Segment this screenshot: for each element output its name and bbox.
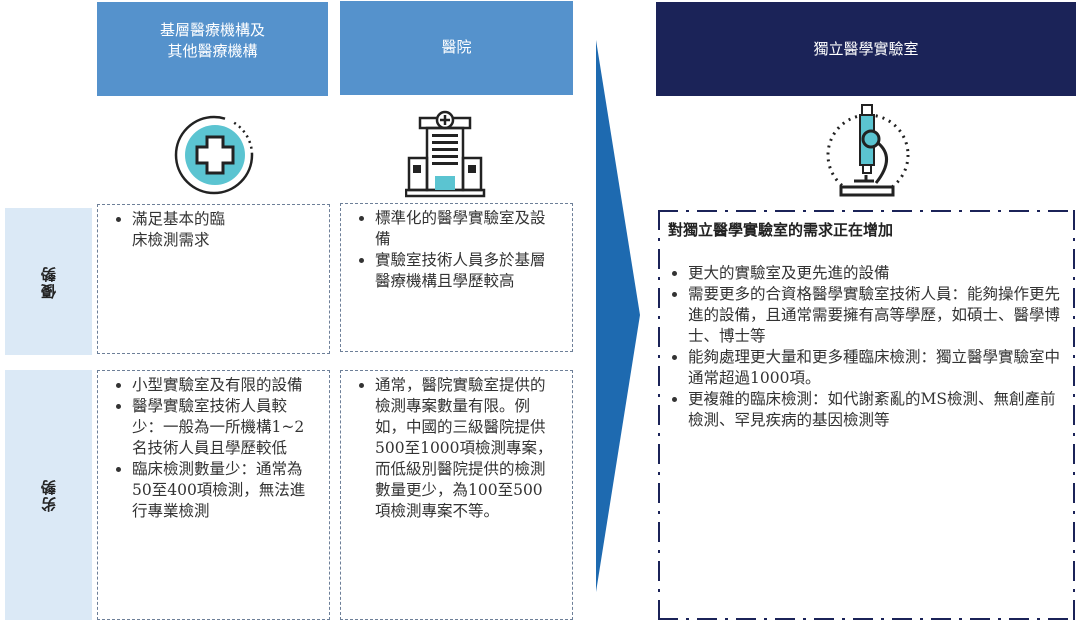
row-label-text: 劣勢 [40, 478, 58, 512]
primary-care-disadvantages: 小型實驗室及有限的設備醫學實驗室技術人員較少：一般為一所機構1~2名技術人員且學… [97, 370, 330, 620]
list-item: 更大的實驗室及更先進的設備 [688, 263, 1065, 284]
list-item: 更複雜的臨床檢測：如代謝紊亂的MS檢測、無創產前檢測、罕見疾病的基因檢測等 [688, 389, 1065, 431]
header-hospital: 醫院 [340, 1, 573, 95]
header-line: 其他醫療機構 [167, 42, 258, 60]
list-item: 醫學實驗室技術人員較少：一般為一所機構1~2名技術人員且學歷較低 [132, 396, 317, 459]
list-item: 通常，醫院實驗室提供的檢測專案數量有限。例如，中國的三級醫院提供500至1000… [375, 375, 558, 522]
header-line: 基層醫療機構及 [159, 21, 265, 39]
row-label-text: 優勢 [40, 264, 58, 299]
hospital-advantages: 標準化的醫學實驗室及設備實驗室技術人員多於基層醫療機構且學歷較高 [340, 203, 573, 352]
list-item: 小型實驗室及有限的設備 [132, 375, 317, 396]
hospital-disadvantages: 通常，醫院實驗室提供的檢測專案數量有限。例如，中國的三級醫院提供500至1000… [340, 370, 573, 620]
list-item: 滿足基本的臨床檢測需求 [132, 209, 239, 251]
arrow-chevron [596, 40, 640, 592]
demand-heading: 對獨立醫學實驗室的需求正在增加 [668, 221, 894, 239]
header-line: 醫院 [441, 38, 472, 56]
list-item: 標準化的醫學實驗室及設備 [375, 208, 552, 250]
header-line: 獨立醫學實驗室 [813, 39, 919, 58]
independent-lab-demand-box: 對獨立醫學實驗室的需求正在增加 更大的實驗室及更先進的設備 需要更多的合資格醫學… [656, 208, 1077, 622]
medical-cross-icon [174, 115, 254, 195]
header-primary-care: 基層醫療機構及其他醫療機構 [97, 2, 328, 96]
row-label-advantages: 優勢 [5, 208, 92, 355]
row-label-disadvantages: 劣勢 [5, 370, 92, 620]
header-independent-lab: 獨立醫學實驗室 [656, 2, 1076, 96]
microscope-icon [826, 104, 910, 197]
list-item: 臨床檢測數量少：通常為50至400項檢測，無法進行專業檢測 [132, 459, 317, 522]
primary-care-advantages: 滿足基本的臨床檢測需求 [97, 204, 330, 354]
list-item: 實驗室技術人員多於基層醫療機構且學歷較高 [375, 250, 552, 292]
list-item: 能夠處理更大量和更多種臨床檢測：獨立醫學實驗室中通常超過1000項。 [688, 347, 1065, 389]
list-item: 需要更多的合資格醫學實驗室技術人員：能夠操作更先進的設備，且通常需要擁有高等學歷… [688, 284, 1065, 347]
hospital-building-icon [405, 110, 486, 198]
